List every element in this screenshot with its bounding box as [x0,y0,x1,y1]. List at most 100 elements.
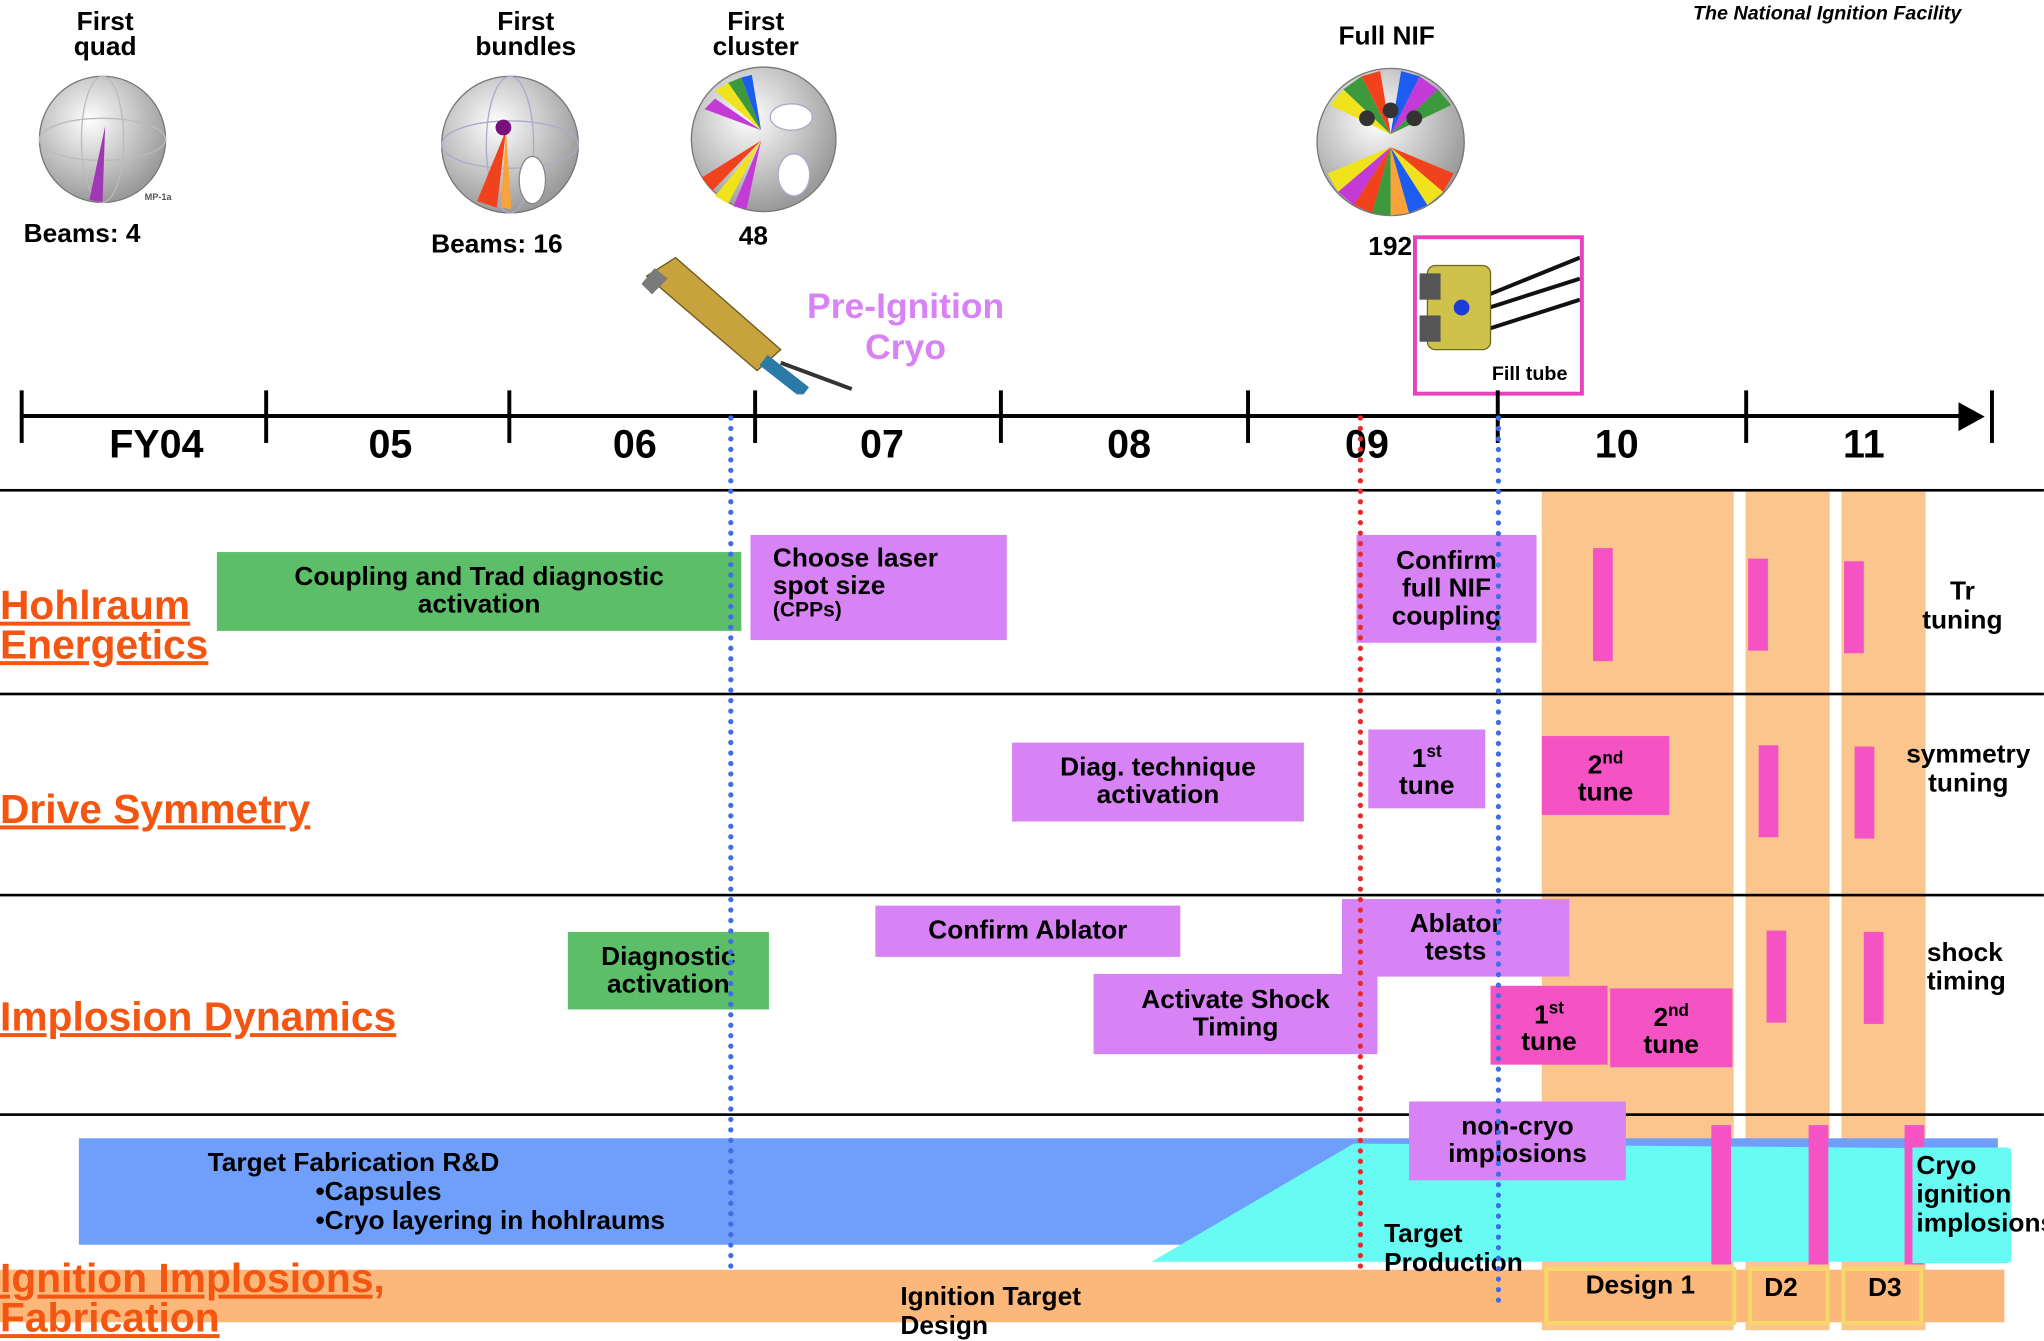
symmetry-tune-1-box: 1st tune [1368,729,1486,809]
imp-tune1-sup: st [1548,997,1564,1017]
timeline-tick [753,390,758,443]
tr-tuning-marker [1748,558,1768,651]
non-cryo-line2: implosions [1448,1139,1587,1169]
design-3-box [1841,1267,1923,1325]
imp-tune1-word: tune [1521,1028,1577,1058]
row-divider [0,488,2044,492]
design-1-label: Design 1 [1585,1271,1696,1300]
imp-tune1-number: 1st [1534,993,1564,1029]
tr-tuning-line1: Tr [1949,577,1975,606]
confirm-ablator-box: Confirm Ablator [875,905,1181,957]
shock-timing-marker [1863,931,1884,1024]
ignition-target-design-line2: Design [900,1311,989,1341]
cryo-line2: ignition [1916,1180,2012,1210]
imp-tune1-num: 1 [1534,1000,1549,1030]
cryo-ignition-label: Cryo ignition implosions [1916,1151,2043,1238]
shock-timing-marker [1766,930,1787,1023]
year-label: 09 [1345,423,1389,467]
fill-tube-hohlraum-icon [1419,255,1580,351]
ignition-target-design-label: Ignition Target Design [900,1283,1081,1341]
diag-technique-box: Diag. technique activation [1012,742,1304,822]
year-label: 11 [1842,423,1885,467]
target-production-label: Target Production [1384,1220,1523,1278]
row-label-implosion-dynamics: Implosion Dynamics [0,996,396,1037]
milestone-first-bundles: First bundles [460,7,591,62]
target-fabrication-line3: •Cryo layering in hohlraums [315,1206,666,1236]
milestone-full-nif-line1: Full NIF [1338,22,1435,52]
diag-technique-line1: Diag. technique [1060,753,1256,783]
tune1-word: tune [1399,771,1455,801]
tr-tuning-marker [1844,561,1864,654]
row-label-line2: Energetics [0,621,209,668]
tune1-num: 1 [1411,744,1427,774]
cryo-ignition-bg [1912,1147,2009,1264]
milestone-first-cluster: First cluster [697,9,815,62]
imp-tune2-sup: nd [1668,999,1690,1020]
target-production-line2: Production [1384,1248,1523,1278]
milestone-first-bundles-line2: bundles [475,32,577,62]
imp-tune2-number: 2nd [1653,996,1689,1032]
full-nif-sphere-icon [1316,67,1465,217]
row-label-line1: Ignition Implosions, [0,1255,385,1302]
design-2-label: D2 [1764,1273,1798,1303]
target-production-wedge [1151,1143,2012,1262]
first-quad-caption: Beams: 4 [23,219,141,249]
cryo-implosion-bar [1711,1125,1732,1265]
year-label: 07 [860,423,904,467]
tune1-sup: st [1426,740,1442,761]
ablator-tests-line2: tests [1424,936,1487,966]
choose-laser-spot-box: Choose laser spot size (CPPs) [750,534,1007,641]
symmetry-line2: tuning [1928,768,2009,798]
tune2-sup: nd [1602,747,1624,768]
timeline-tick [1744,390,1749,443]
milestone-first-quad: First quad [53,9,158,62]
row-label-ignition-implosions: Ignition Implosions, Fabrication [0,1255,385,1338]
timeline-tick [998,390,1003,443]
ignition-target-design-line1: Ignition Target [900,1282,1081,1312]
coupling-line2: activation [417,590,541,620]
year-label: FY04 [109,423,204,467]
header-org-text: The National Ignition Facility [1692,2,1962,25]
first-cluster-sphere-icon [690,66,837,213]
shock-line1: shock [1926,938,2003,968]
target-production-line1: Target [1384,1219,1463,1249]
year-label: 08 [1107,423,1152,467]
implosion-tune-2-box: 2nd tune [1610,988,1733,1068]
symmetry-tuning-label: symmetry tuning [1893,740,2044,798]
row-label-drive-symmetry: Drive Symmetry [0,789,310,830]
row-label-hohlraum-energetics: Hohlraum Energetics [0,585,209,668]
coupling-line1: Coupling and Trad diagnostic [294,562,664,592]
timeline-tick [19,390,24,443]
milestone-first-quad-line2: quad [73,32,137,62]
diag-technique-line2: activation [1096,780,1220,810]
cryo-implosion-bar [1808,1125,1829,1265]
pre-ignition-line1: Pre-Ignition [807,286,1005,326]
confirm-ablator-line1: Confirm Ablator [928,916,1128,946]
shock-timing-label: shock timing [1927,938,2006,996]
symmetry-tune-2-box: 2nd tune [1541,736,1670,815]
row-divider [0,1113,2044,1116]
confirm-coupling-line3: coupling [1391,601,1502,631]
timeline-tick [1990,390,1994,443]
non-cryo-implosions-box: non-cryo implosions [1409,1101,1626,1181]
target-fabrication-line2: •Capsules [315,1177,442,1207]
tr-tuning-line2: tuning [1922,605,2003,635]
confirm-coupling-line2: full NIF [1401,573,1492,603]
red-dotted-line [1357,415,1364,1270]
design-1-box [1544,1267,1737,1325]
implosion-tune-1-box: 1st tune [1490,985,1608,1065]
non-cryo-line1: non-cryo [1461,1111,1574,1141]
symmetry-tuning-marker [1854,746,1875,839]
cryo-target-icon [641,256,853,395]
tune2-num: 2 [1587,750,1603,780]
full-nif-caption: 192 [1368,232,1413,262]
milestone-first-cluster-line2: cluster [712,32,799,62]
milestone-first-bundles-line1: First [497,7,555,37]
diagnostic-activation-line2: activation [607,969,730,999]
tune1-number: 1st [1412,737,1442,773]
laser-spot-line1: Choose laser [772,544,938,574]
milestone-full-nif: Full NIF [1314,22,1459,52]
design-2-box [1748,1267,1830,1325]
laser-spot-line2: spot size [772,571,886,601]
